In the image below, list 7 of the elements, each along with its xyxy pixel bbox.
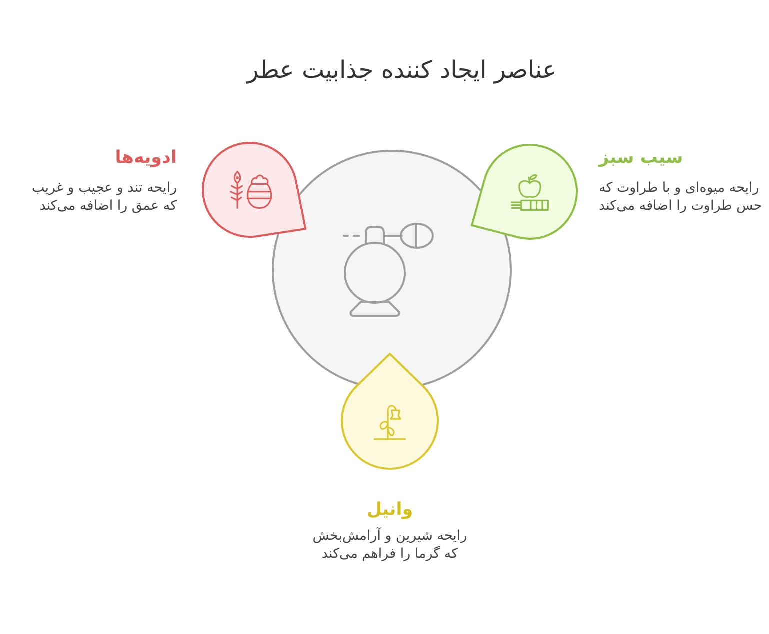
description: رایحه شیرین و آرامش‌بخش که گرما را فراهم می‌کند [312, 527, 468, 563]
description: رایحه میوه‌ای و با طراوت که حس طراوت را اضافه می‌کند [598, 179, 764, 215]
title: عناصر ایجاد کننده جذابیت عطر [247, 55, 557, 85]
heading: سیب سبز [598, 147, 684, 170]
description: رایحه تند و عجیب و غریب که عمق را اضافه می‌کند [30, 179, 177, 215]
heading: وانیل [366, 499, 414, 522]
heading: ادویه‌ها [115, 147, 177, 170]
